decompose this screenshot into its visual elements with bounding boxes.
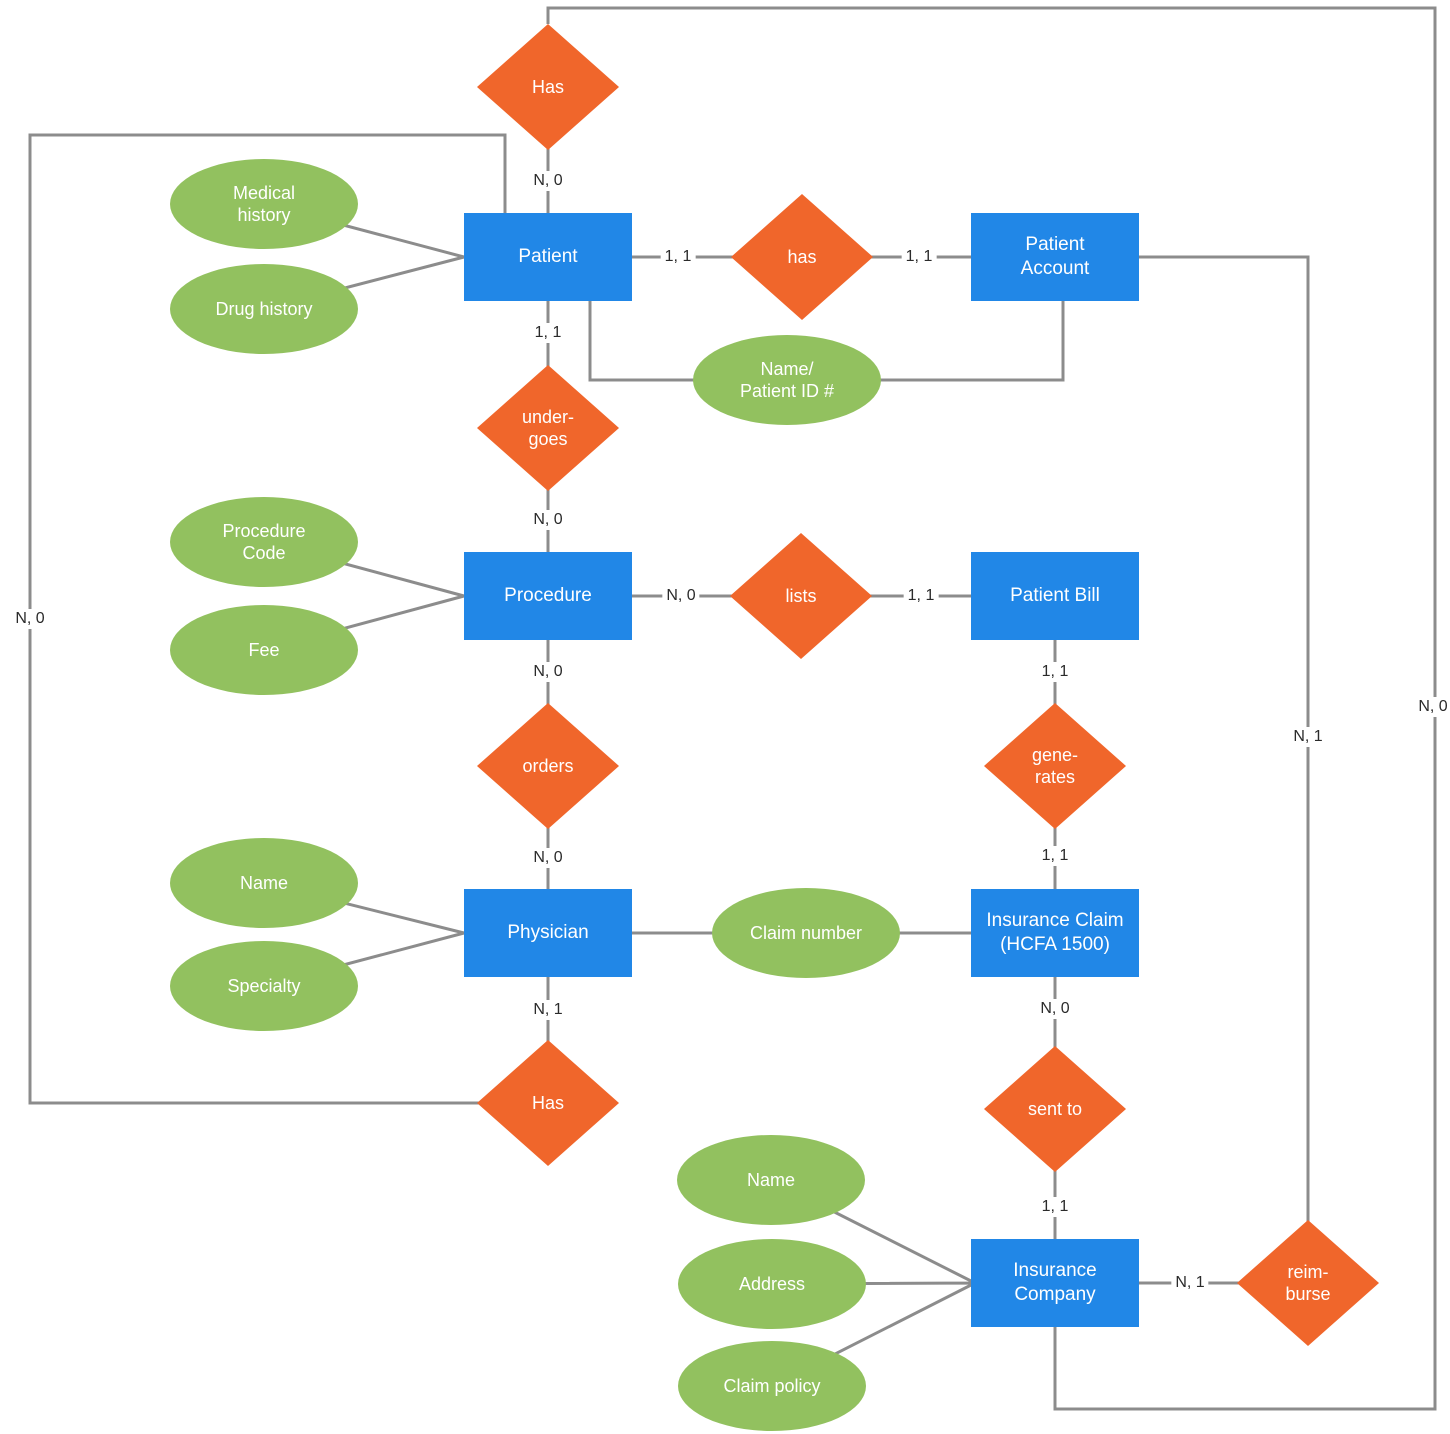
cardinality-has-account: 1, 1 [901, 247, 937, 267]
attribute-insurer-name: Name [677, 1135, 865, 1225]
attribute-physician-specialty: Specialty [170, 941, 358, 1031]
connector-patient-account-reimburse [548, 255, 1310, 1283]
connector-physician-has-patient-loop [28, 133, 548, 1105]
attribute-physician-name: Name [170, 838, 358, 928]
cardinality-bill-generates: 1, 1 [1037, 662, 1073, 682]
cardinality-has-patient: N, 0 [529, 171, 567, 191]
attribute-fee: Fee [170, 605, 358, 695]
cardinality-patient-hasloop: N, 0 [11, 609, 49, 629]
cardinality-patient-undergoes: 1, 1 [530, 323, 566, 343]
entity-patient-bill: Patient Bill [971, 552, 1139, 640]
entity-insurance-company: Insurance Company [971, 1239, 1139, 1327]
cardinality-claim-sentto: N, 0 [1036, 999, 1074, 1019]
cardinality-company-reimburse: N, 1 [1171, 1273, 1209, 1293]
cardinality-reimburse-account: N, 1 [1289, 727, 1327, 747]
cardinality-orders-physician: N, 0 [529, 848, 567, 868]
cardinality-sentto-company: 1, 1 [1037, 1197, 1073, 1217]
attribute-claim-number: Claim number [712, 888, 900, 978]
entity-procedure: Procedure [464, 552, 632, 640]
cardinality-lists-bill: 1, 1 [903, 586, 939, 606]
attribute-medical-history: Medical history [170, 159, 358, 249]
cardinality-generates-claim: 1, 1 [1037, 846, 1073, 866]
entity-patient: Patient [464, 213, 632, 301]
attribute-name-patient-id: Name/ Patient ID # [693, 335, 881, 425]
attribute-procedure-code: Procedure Code [170, 497, 358, 587]
cardinality-patient-has: 1, 1 [660, 247, 696, 267]
cardinality-has-insurance: N, 0 [1414, 697, 1450, 717]
attribute-claim-policy: Claim policy [678, 1341, 866, 1431]
attribute-insurer-address: Address [678, 1239, 866, 1329]
attribute-drug-history: Drug history [170, 264, 358, 354]
entity-physician: Physician [464, 889, 632, 977]
cardinality-procedure-lists: N, 0 [662, 586, 700, 606]
cardinality-physician-has: N, 1 [529, 1000, 567, 1020]
entity-insurance-claim: Insurance Claim (HCFA 1500) [971, 889, 1139, 977]
cardinality-undergoes-procedure: N, 0 [529, 510, 567, 530]
entity-patient-account: Patient Account [971, 213, 1139, 301]
cardinality-procedure-orders: N, 0 [529, 662, 567, 682]
